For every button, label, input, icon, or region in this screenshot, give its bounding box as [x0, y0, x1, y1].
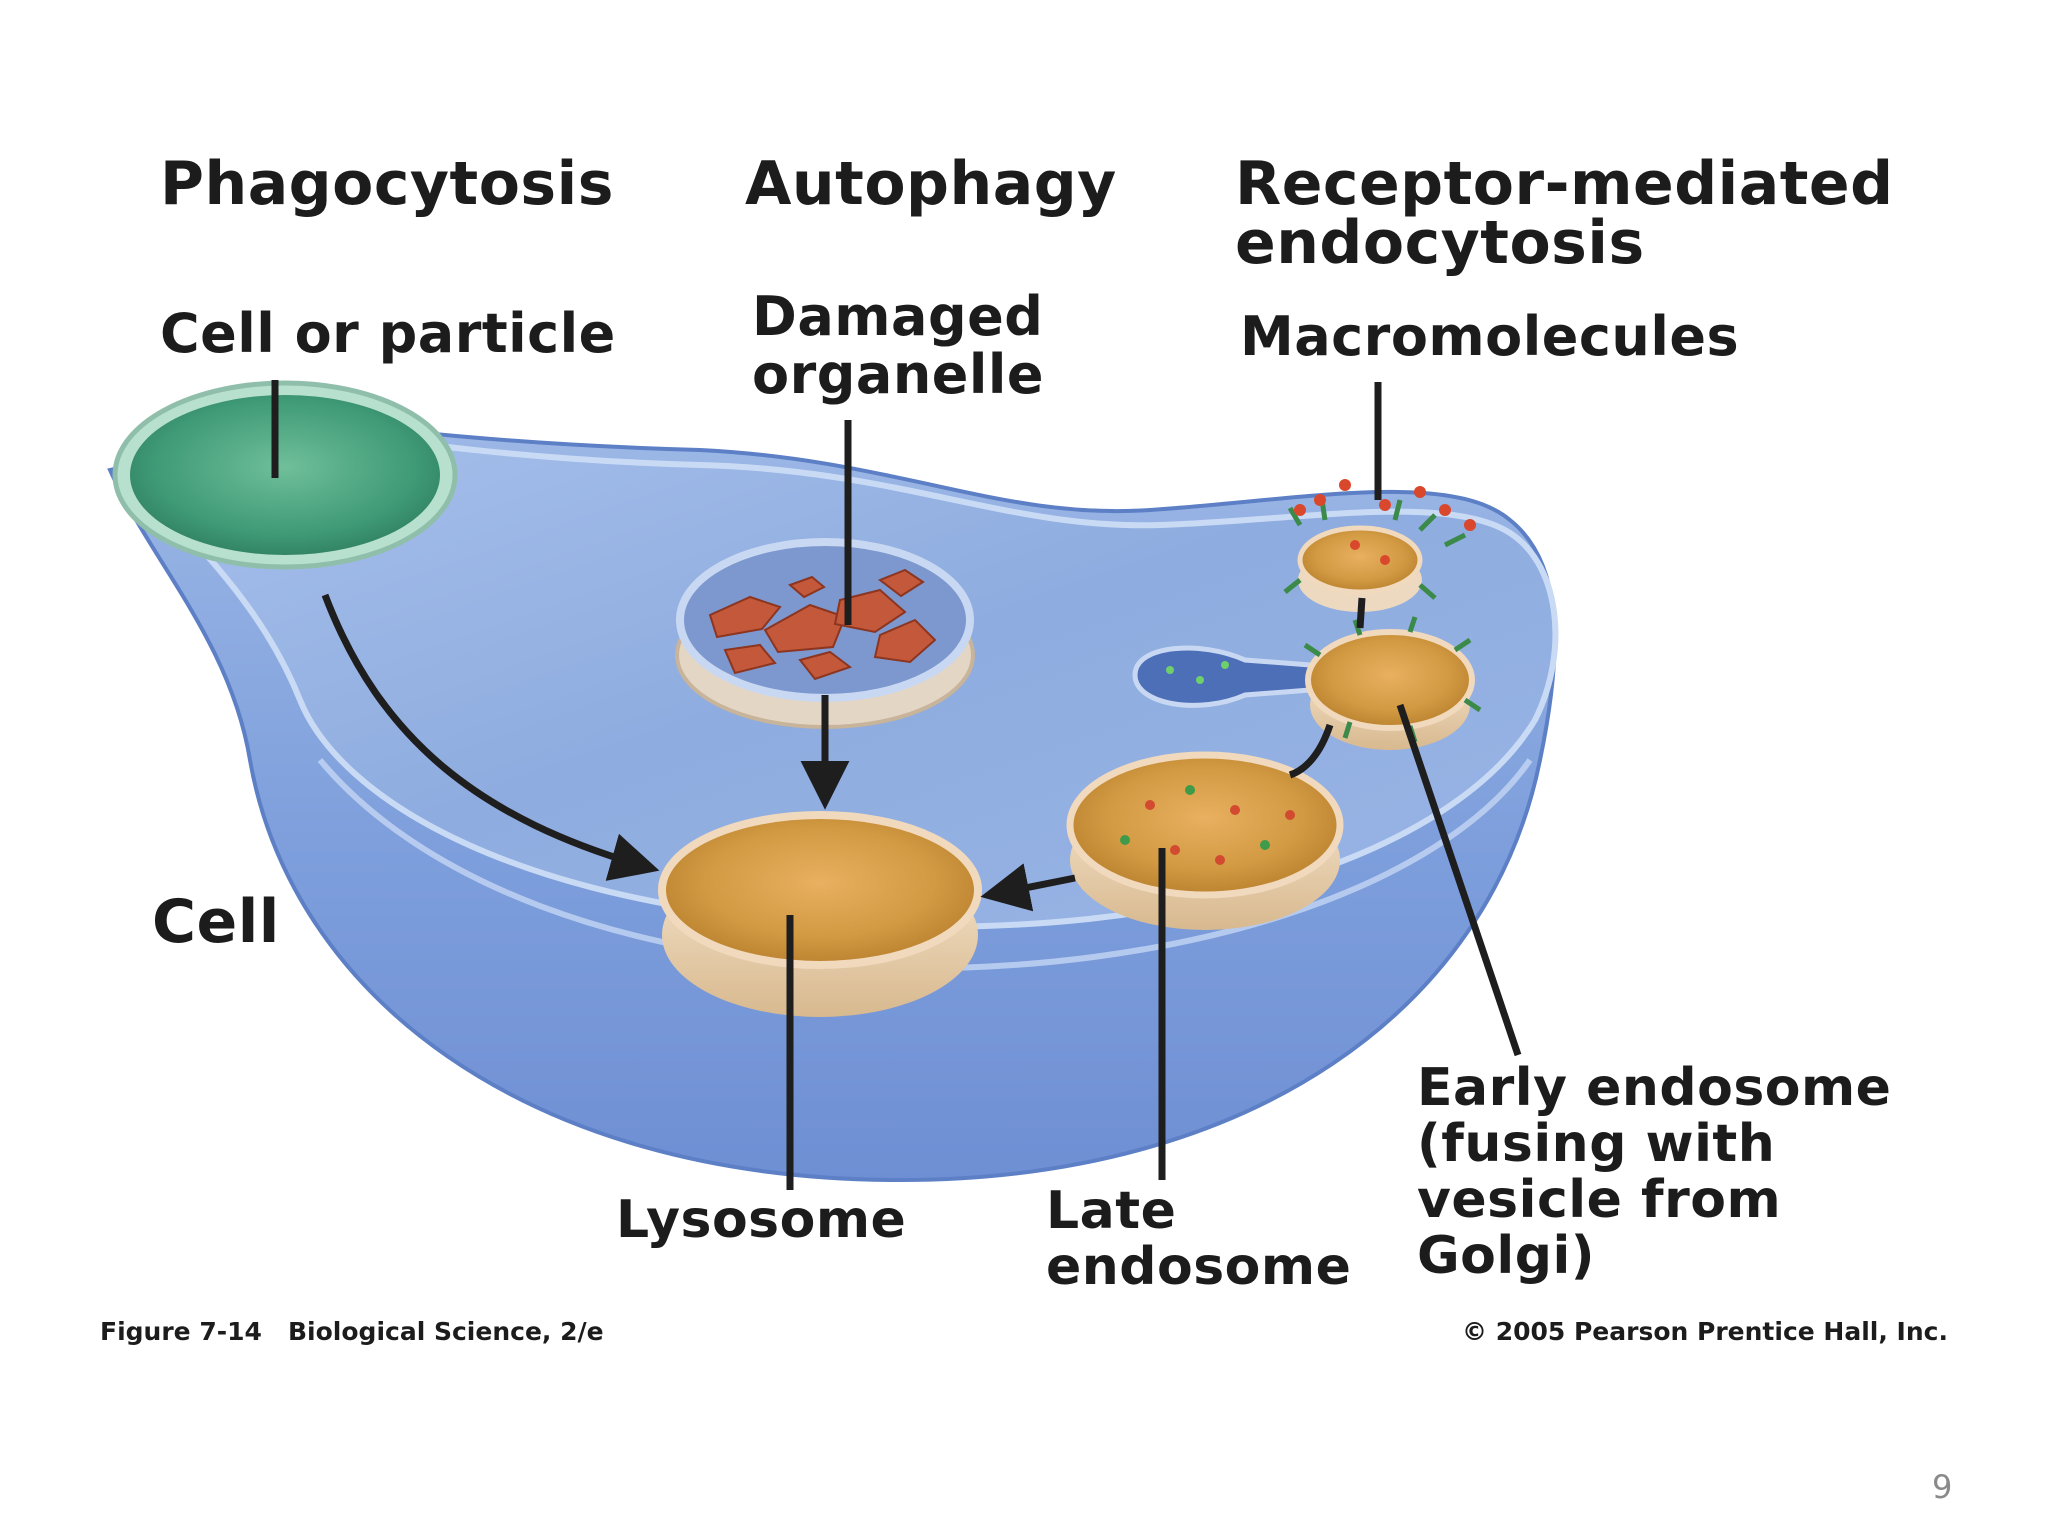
label-early-endosome: Early endosome (fusing with vesicle from…	[1417, 1060, 1891, 1285]
heading-receptor-line2: endocytosis	[1235, 207, 1645, 278]
arrow-late-endosome-to-lysosome	[980, 863, 1076, 912]
label-damaged-line1: Damaged	[752, 285, 1044, 348]
label-late-line1: Late	[1046, 1181, 1177, 1241]
arrow-phagocytosis-to-lysosome	[321, 593, 660, 881]
heading-receptor-line1: Receptor-mediated	[1235, 149, 1894, 219]
label-early-line2: (fusing with	[1417, 1114, 1776, 1175]
page-number: 9	[1932, 1468, 1953, 1506]
label-late-endosome: Late endosome	[1046, 1183, 1351, 1295]
label-damaged-line2: organelle	[752, 343, 1045, 407]
engulfed-particle	[130, 395, 440, 555]
connector-pit-to-early	[1356, 597, 1366, 629]
label-early-line1: Early endosome	[1417, 1058, 1892, 1118]
golgi-vesicle-particles	[1166, 661, 1229, 684]
label-cell-or-particle: Cell or particle	[160, 302, 616, 365]
label-early-line4: Golgi)	[1417, 1226, 1596, 1287]
copyright-notice: © 2005 Pearson Prentice Hall, Inc.	[1462, 1317, 1948, 1346]
late-endosome	[1066, 751, 1344, 899]
label-macromolecules: Macromolecules	[1240, 305, 1740, 368]
connector-early-to-late	[1288, 723, 1334, 779]
macromolecules-particles	[1294, 479, 1476, 565]
label-early-line3: vesicle from	[1417, 1170, 1782, 1231]
heading-phagocytosis: Phagocytosis	[160, 149, 614, 219]
late-endosome-particles	[1120, 785, 1295, 865]
lysosome	[658, 811, 982, 969]
label-late-line2: endosome	[1046, 1237, 1352, 1298]
label-lysosome: Lysosome	[616, 1190, 907, 1250]
coated-pit	[1297, 525, 1423, 595]
early-endosome	[1305, 629, 1475, 731]
label-cell: Cell	[152, 887, 280, 957]
damaged-organelle-fragments	[708, 568, 937, 681]
heading-autophagy: Autophagy	[745, 149, 1117, 219]
figure-caption: Figure 7-14 Biological Science, 2/e	[100, 1317, 604, 1346]
pointer-early-endosome	[1396, 703, 1522, 1057]
surface-receptors	[1283, 499, 1467, 600]
label-damaged-organelle: Damaged organelle	[752, 285, 1045, 407]
heading-receptor-mediated-endocytosis: Receptor-mediated endocytosis	[1235, 152, 1894, 276]
